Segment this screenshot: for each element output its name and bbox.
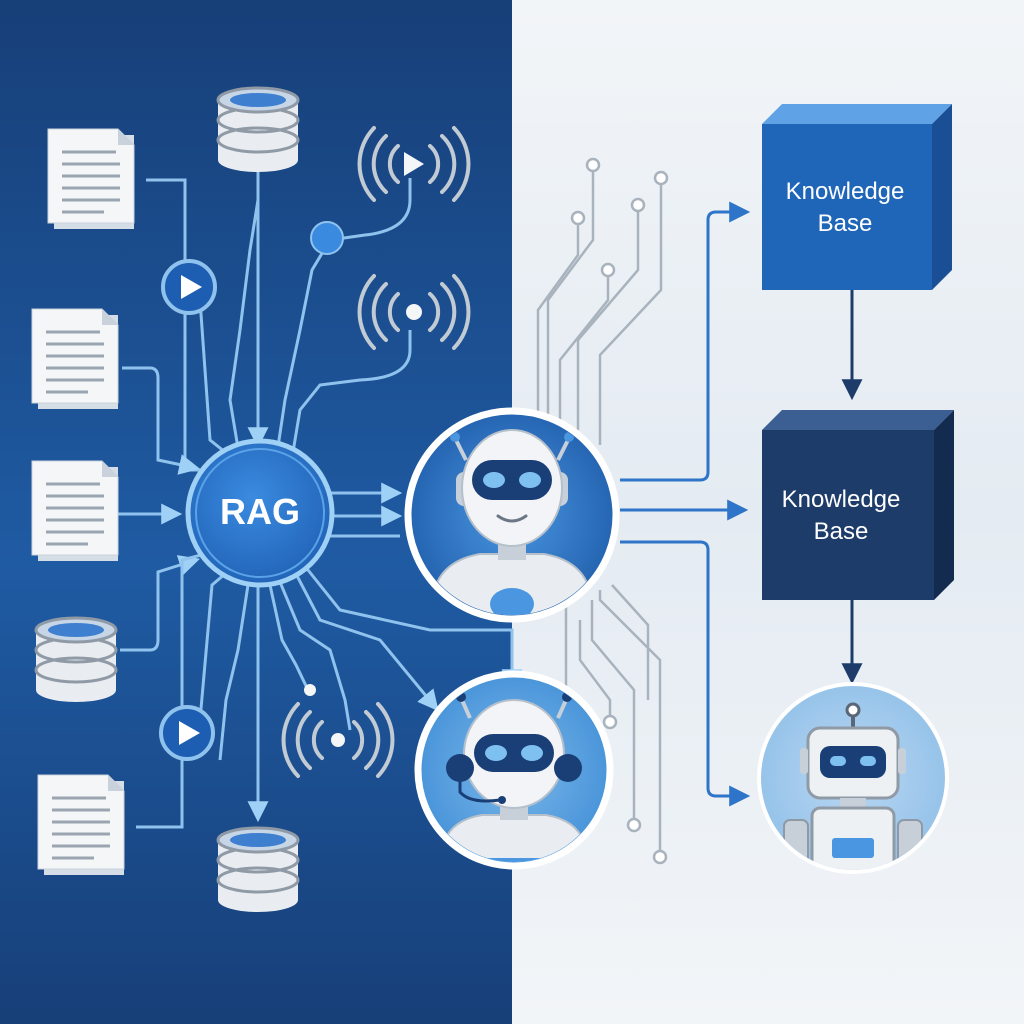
knowledge-base-label-line2: Base xyxy=(813,518,869,545)
knowledge-base-label-line2: Base xyxy=(817,210,873,237)
cube-icon xyxy=(762,104,952,290)
document-icon xyxy=(30,307,120,411)
knowledge-base-label: Knowledge Base xyxy=(770,176,920,240)
rag-label: RAG xyxy=(220,491,300,532)
document-icon xyxy=(46,127,136,231)
robot-icon xyxy=(404,407,620,623)
knowledge-base-label-line1: Knowledge xyxy=(785,178,905,205)
cube-icon xyxy=(762,410,954,600)
database-icon xyxy=(34,616,118,704)
database-icon xyxy=(216,826,300,914)
wireless-signal-icon xyxy=(281,702,395,778)
document-icon xyxy=(30,459,120,563)
circuit-traces-upper xyxy=(536,165,663,445)
network-node xyxy=(310,221,344,255)
output-connector-lines xyxy=(620,201,751,807)
knowledge-base-label-line1: Knowledge xyxy=(781,486,901,513)
play-icon xyxy=(159,705,215,761)
play-icon xyxy=(161,259,217,315)
robot-icon xyxy=(414,670,614,870)
wireless-signal-icon xyxy=(357,126,471,202)
circuit-nodes-upper xyxy=(570,157,669,278)
knowledge-base-label: Knowledge Base xyxy=(766,484,916,548)
circuit-traces-lower xyxy=(564,584,662,852)
rag-hub xyxy=(185,438,335,588)
database-icon xyxy=(216,86,300,174)
wireless-signal-icon xyxy=(357,274,471,350)
network-node-small xyxy=(304,684,316,696)
robot-icon xyxy=(757,682,949,874)
document-icon xyxy=(36,773,126,877)
